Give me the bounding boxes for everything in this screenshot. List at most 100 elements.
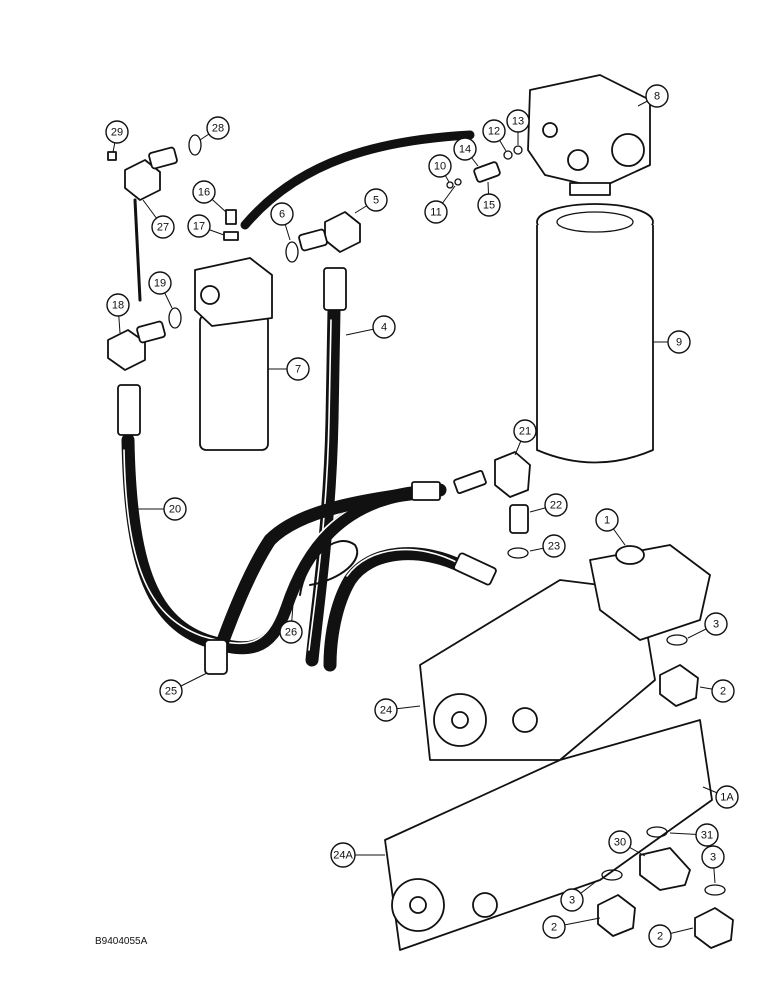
callout-21: 21: [513, 419, 537, 456]
callout-circle: [701, 845, 725, 869]
callout-circle: [286, 357, 310, 381]
callout-label: 24: [380, 705, 392, 717]
callout-11: 11: [424, 185, 456, 224]
fitting-14: [473, 161, 501, 183]
oring-3-mid: [601, 869, 623, 881]
filter-9-body: [536, 225, 654, 464]
callout-circle: [506, 109, 530, 133]
callout-circle: [424, 200, 448, 224]
callout-25: 25: [159, 672, 208, 703]
callout-circle: [542, 915, 566, 939]
callout-circle: [163, 497, 187, 521]
fitting-22: [509, 504, 529, 534]
pump-24a-shaft2: [472, 892, 498, 918]
callout-circle: [477, 193, 501, 217]
callout-label: 27: [157, 222, 169, 234]
callout-23: 23: [529, 534, 566, 558]
pump-24-shaft: [451, 711, 469, 729]
callout-24: 24: [374, 698, 421, 722]
callout-circle: [453, 137, 477, 161]
callout-label: 14: [459, 144, 471, 156]
callout-circle: [330, 842, 356, 868]
plug-29: [107, 151, 117, 161]
elbow-18-stem: [136, 320, 166, 344]
callout-label: 9: [676, 337, 682, 349]
callout-1: 1: [595, 508, 626, 546]
callout-30: 30: [608, 830, 646, 857]
hose-20-highlight: [123, 449, 419, 645]
pump-24a-shaft: [409, 896, 427, 914]
callout-label: 28: [212, 123, 224, 135]
pump-24-inlet: [589, 544, 711, 641]
callouts: 11A2223334567891011121314151617181920212…: [105, 84, 739, 948]
pump-24a: [384, 719, 734, 951]
callout-3: 3: [701, 845, 725, 884]
callout-2: 2: [699, 679, 735, 703]
oring-3-top: [666, 634, 688, 646]
callout-label: 1: [604, 515, 610, 527]
callout-17: 17: [187, 214, 225, 238]
filter-7: [194, 209, 273, 451]
callout-5: 5: [354, 188, 388, 214]
callout-label: 10: [434, 161, 446, 173]
callout-label: 23: [548, 541, 560, 553]
elbow-2-bottom-left: [597, 894, 636, 937]
callout-3: 3: [687, 612, 728, 639]
elbow-2-bottom-right: [694, 907, 734, 949]
filter-7-port: [200, 285, 220, 305]
callout-circle: [544, 493, 568, 517]
pump-24-inlet-port: [615, 545, 645, 565]
callout-circle: [279, 620, 303, 644]
callout-circle: [148, 271, 172, 295]
callout-circle: [428, 154, 452, 178]
hose-end-21b: [453, 469, 487, 495]
washer-17: [223, 231, 239, 241]
callout-circle: [645, 84, 669, 108]
hose-20: [121, 433, 427, 655]
elbow-5-stem: [298, 228, 328, 252]
callout-label: 12: [488, 126, 500, 138]
callout-label: 16: [198, 187, 210, 199]
callout-label: 15: [483, 200, 495, 212]
callout-31: 31: [669, 823, 719, 847]
callout-label: 13: [512, 116, 524, 128]
elbow-27: [124, 159, 161, 201]
oring-23: [507, 547, 529, 559]
callout-circle: [513, 419, 537, 443]
callout-10: 10: [428, 154, 452, 183]
fittings-head: [446, 145, 523, 189]
callout-label: 18: [112, 300, 124, 312]
callout-6: 6: [270, 202, 294, 241]
hose-return-top: [240, 130, 475, 230]
filter-head-8-base: [569, 182, 611, 196]
callout-label: 29: [111, 127, 123, 139]
callout-label: 26: [285, 627, 297, 639]
hose-end-4: [323, 267, 347, 311]
callout-19: 19: [148, 271, 173, 309]
callout-28: 28: [199, 116, 230, 141]
hose-21: [211, 483, 447, 662]
strap-26: [299, 540, 359, 596]
callout-circle: [206, 116, 230, 140]
hose-pump-highlight: [346, 548, 461, 577]
hose-pump: [323, 547, 472, 672]
callout-circle: [187, 214, 211, 238]
seal-10: [446, 181, 454, 189]
callout-circle: [595, 508, 619, 532]
oring-31: [646, 826, 668, 838]
callout-4: 4: [345, 315, 396, 339]
oring-3-right: [704, 884, 726, 896]
callout-circle: [106, 293, 130, 317]
callout-circle: [192, 180, 216, 204]
callout-circle: [159, 679, 183, 703]
callout-label: 24A: [333, 850, 353, 862]
oring-6: [285, 241, 299, 263]
callout-27: 27: [142, 199, 175, 239]
callout-label: 2: [720, 686, 726, 698]
filter-head-8-port-side: [542, 122, 558, 138]
elbow-fittings: [107, 134, 531, 559]
filter-9: [536, 203, 654, 464]
callout-circle: [704, 612, 728, 636]
callout-label: 30: [614, 837, 626, 849]
filter-7-canister: [199, 314, 269, 451]
